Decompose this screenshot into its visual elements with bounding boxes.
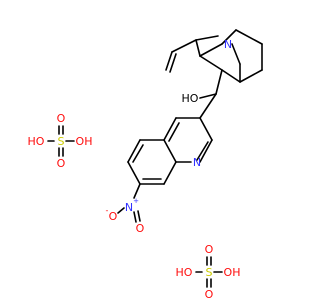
bond bbox=[195, 39, 201, 57]
bond bbox=[163, 139, 177, 163]
atom-labels: N HO N N + O - O S HO O OH O S HO O OH O bbox=[28, 38, 241, 301]
bond bbox=[163, 161, 177, 185]
sa2-oh-right: OH bbox=[224, 266, 241, 279]
bond bbox=[168, 122, 180, 142]
sa1-o-bottom: O bbox=[57, 157, 66, 170]
bond bbox=[239, 69, 263, 83]
sa2-o-top: O bbox=[205, 243, 214, 256]
hydroxyl-label: HO bbox=[182, 92, 199, 105]
bond bbox=[199, 117, 213, 141]
bond bbox=[169, 53, 177, 73]
bond bbox=[231, 43, 241, 65]
sa1-ho-left: HO bbox=[28, 135, 45, 148]
sa1-o-top: O bbox=[57, 112, 66, 125]
bond-lines bbox=[47, 29, 263, 288]
bond bbox=[199, 93, 217, 119]
sa1-oh-right: OH bbox=[76, 135, 93, 148]
structure-canvas: N HO N N + O - O S HO O OH O S HO O OH O bbox=[28, 29, 263, 301]
quinoline-n: N bbox=[193, 156, 201, 169]
bond bbox=[171, 39, 197, 53]
bond bbox=[195, 35, 219, 41]
bond bbox=[215, 69, 223, 95]
bond bbox=[221, 29, 237, 45]
bond bbox=[235, 29, 263, 45]
nitro-o-double: O bbox=[136, 222, 145, 235]
nitro-n-charge: + bbox=[133, 197, 139, 205]
bond bbox=[137, 210, 141, 222]
nitro-o-minus-charge: - bbox=[106, 206, 109, 215]
bond bbox=[132, 144, 144, 163]
bond bbox=[196, 141, 209, 161]
bond bbox=[199, 139, 213, 163]
bond bbox=[163, 117, 177, 141]
chemical-structure: N HO N N + O - O S HO O OH O S HO O OH O bbox=[28, 29, 263, 301]
nitro-o-minus: O bbox=[109, 210, 118, 223]
bond bbox=[127, 161, 141, 185]
sa2-ho-left: HO bbox=[176, 266, 193, 279]
quinuclidine-n: N bbox=[224, 38, 232, 51]
bond bbox=[133, 211, 137, 223]
bond bbox=[221, 69, 241, 83]
sulfur-2: S bbox=[206, 266, 213, 279]
bond bbox=[199, 55, 223, 71]
nitro-n: N bbox=[125, 201, 133, 214]
bond bbox=[133, 183, 141, 199]
bond bbox=[127, 139, 141, 163]
bond bbox=[199, 43, 223, 57]
sulfur-1: S bbox=[58, 135, 65, 148]
bond bbox=[199, 93, 217, 99]
bond bbox=[165, 51, 173, 71]
sa2-o-bottom: O bbox=[205, 288, 214, 300]
bond bbox=[117, 207, 125, 214]
